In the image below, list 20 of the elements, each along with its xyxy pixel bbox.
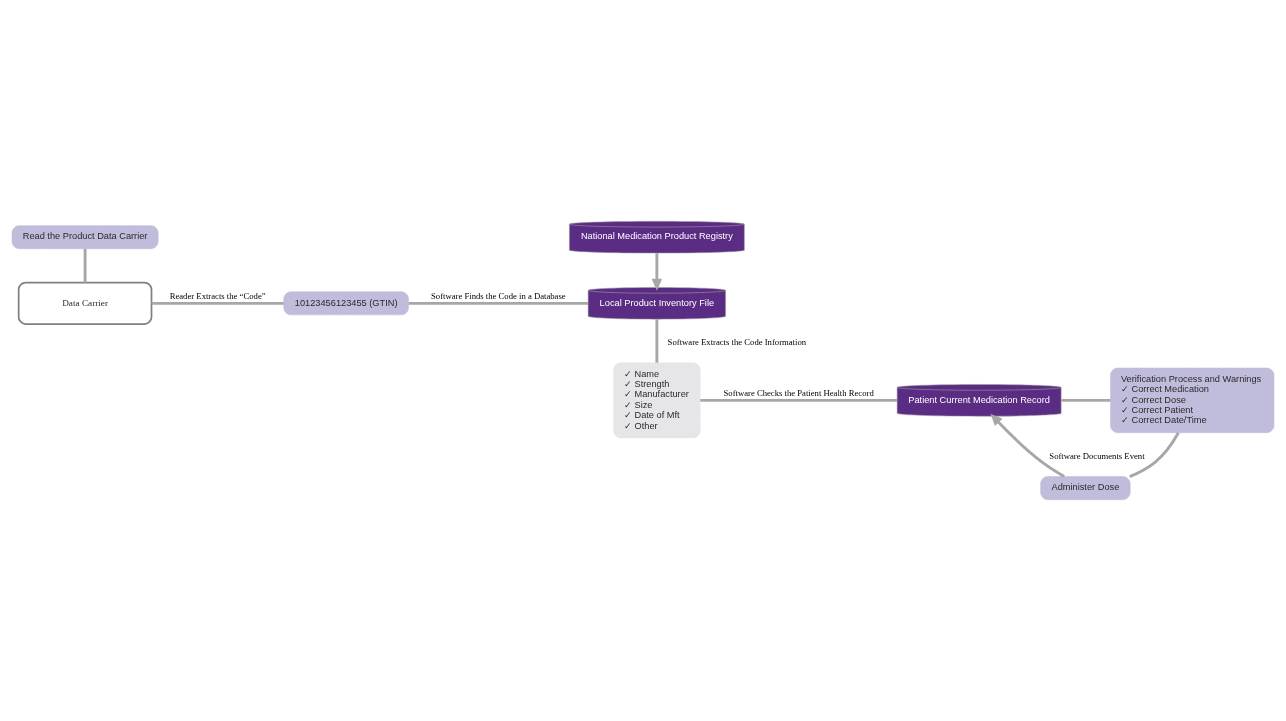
edge-label: Reader Extracts the “Code” — [169, 290, 266, 301]
edge-label: Software Documents Event — [1049, 451, 1145, 462]
connector — [1061, 398, 1111, 402]
node-box: 10123456123455 (GTIN) — [283, 291, 409, 316]
connector — [1129, 432, 1180, 478]
connector — [151, 301, 284, 305]
node-box: ✓ Name ✓ Strength ✓ Manufacturer ✓ Size ✓ Date of Mft ✓ Other — [613, 362, 701, 439]
edge-label: Software Finds the Code in a Database — [431, 290, 566, 301]
edge-label: Software Extracts the Code Information — [667, 337, 807, 348]
arrow — [651, 253, 663, 291]
connector — [83, 248, 87, 283]
connector — [700, 398, 898, 402]
arrow — [990, 413, 1065, 478]
node-box: Data Carrier — [17, 281, 153, 325]
connector — [408, 301, 588, 305]
connector — [655, 319, 659, 363]
node-box: Read the Product Data Carrier — [11, 225, 159, 250]
node-box: Administer Dose — [1040, 476, 1131, 500]
edge-label: Software Checks the Patient Health Record — [723, 387, 874, 398]
node-box: Verification Process and Warnings ✓ Correct Medication ✓ Correct Dose ✓ Correct Patient ✓ Correct Date/Time — [1110, 367, 1275, 433]
